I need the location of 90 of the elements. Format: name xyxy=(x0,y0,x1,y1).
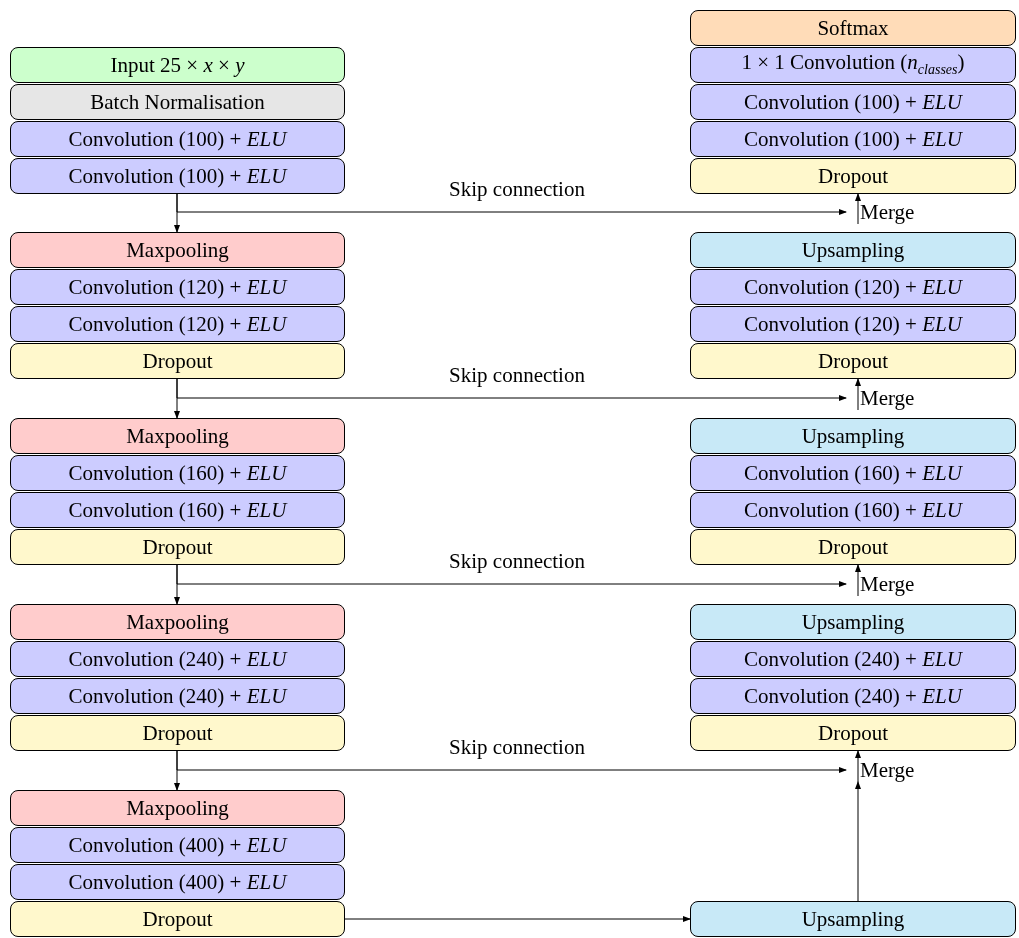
layer-label: Convolution (160) + ELU xyxy=(68,499,287,521)
dropout-layer-box xyxy=(690,715,1016,751)
layer-label: Convolution (100) + ELU xyxy=(744,128,962,150)
layer-label: Convolution (100) + ELU xyxy=(744,91,962,113)
layer-label: Convolution (160) + ELU xyxy=(744,499,962,521)
layer-label: Convolution (120) + ELU xyxy=(744,313,962,335)
layer-label: Convolution (120) + ELU xyxy=(68,276,287,298)
convolution-layer-box xyxy=(690,641,1016,677)
layer-label: Dropout xyxy=(818,350,888,372)
arrow xyxy=(855,193,861,225)
layer-label: Convolution (100) + ELU xyxy=(68,165,287,187)
layer-label: Maxpooling xyxy=(126,425,229,447)
arrow xyxy=(176,378,847,401)
upsampling-layer-box xyxy=(690,232,1016,268)
input-layer-box xyxy=(10,47,345,83)
output-layer-box xyxy=(690,10,1016,46)
layer-label: Convolution (160) + ELU xyxy=(68,462,287,484)
merge-label: Merge xyxy=(860,759,915,781)
dropout-layer-box xyxy=(10,529,345,565)
dropout-layer-box xyxy=(10,343,345,379)
layer-label: Dropout xyxy=(818,536,888,558)
layer-label: Convolution (400) + ELU xyxy=(68,871,287,893)
arrow xyxy=(855,781,861,902)
convolution-layer-box xyxy=(690,269,1016,305)
layer-label: Upsampling xyxy=(801,611,905,633)
pooling-layer-box xyxy=(10,418,345,454)
merge-label: Merge xyxy=(860,201,915,223)
dropout-layer-box xyxy=(690,158,1016,194)
layer-label: Maxpooling xyxy=(126,239,229,261)
layer-label: Convolution (400) + ELU xyxy=(68,834,287,856)
convolution-layer-box xyxy=(690,47,1016,83)
layer-label: Dropout xyxy=(818,722,888,744)
convolution-layer-box xyxy=(690,678,1016,714)
layer-label: Convolution (240) + ELU xyxy=(68,685,287,707)
layer-label: Upsampling xyxy=(801,425,905,447)
convolution-layer-box xyxy=(690,492,1016,528)
layer-label: Upsampling xyxy=(801,908,905,930)
layer-label: Dropout xyxy=(142,722,213,744)
layer-label: Dropout xyxy=(142,908,213,930)
layer-label: Convolution (240) + ELU xyxy=(744,648,962,670)
convolution-layer-box xyxy=(10,158,345,194)
upsampling-layer-box xyxy=(690,604,1016,640)
arrow xyxy=(855,564,861,597)
arrow xyxy=(855,378,861,411)
layer-label: Convolution (160) + ELU xyxy=(744,462,962,484)
convolution-layer-box xyxy=(690,84,1016,120)
pooling-layer-box xyxy=(10,232,345,268)
layer-label: Dropout xyxy=(142,350,213,372)
convolution-layer-box xyxy=(10,455,345,491)
layer-label: Convolution (100) + ELU xyxy=(68,128,287,150)
convolution-layer-box xyxy=(10,492,345,528)
layer-label: Dropout xyxy=(818,165,888,187)
layer-label: Batch Normalisation xyxy=(90,91,265,113)
convolution-layer-box xyxy=(690,121,1016,157)
dropout-layer-box xyxy=(10,901,345,937)
layer-label: Input 25 × x × y xyxy=(110,54,245,76)
arrow xyxy=(344,916,691,922)
convolution-layer-box xyxy=(690,306,1016,342)
pooling-layer-box xyxy=(10,604,345,640)
convolution-layer-box xyxy=(10,827,345,863)
convolution-layer-box xyxy=(690,455,1016,491)
arrow xyxy=(176,193,847,215)
merge-label: Merge xyxy=(860,387,915,409)
layer-label: Maxpooling xyxy=(126,611,229,633)
convolution-layer-box xyxy=(10,269,345,305)
layer-label: Softmax xyxy=(817,17,889,39)
dropout-layer-box xyxy=(10,715,345,751)
layer-label: Convolution (240) + ELU xyxy=(68,648,287,670)
layer-label: Convolution (120) + ELU xyxy=(744,276,962,298)
convolution-layer-box xyxy=(10,121,345,157)
layer-label: Upsampling xyxy=(801,239,905,261)
arrow xyxy=(855,750,861,783)
layer-label: Dropout xyxy=(142,536,213,558)
dropout-layer-box xyxy=(690,529,1016,565)
layer-label: 1 × 1 Convolution (n$_{classes}$) xyxy=(741,52,965,78)
normalisation-layer-box xyxy=(10,84,345,120)
convolution-layer-box xyxy=(10,678,345,714)
upsampling-layer-box xyxy=(690,418,1016,454)
layer-label: Convolution (240) + ELU xyxy=(744,685,962,707)
convolution-layer-box xyxy=(10,864,345,900)
upsampling-layer-box xyxy=(690,901,1016,937)
convolution-layer-box xyxy=(10,641,345,677)
arrow xyxy=(176,750,847,773)
merge-label: Merge xyxy=(860,573,915,595)
arrow xyxy=(176,564,847,587)
convolution-layer-box xyxy=(10,306,345,342)
dropout-layer-box xyxy=(690,343,1016,379)
pooling-layer-box xyxy=(10,790,345,826)
layer-label: Convolution (120) + ELU xyxy=(68,313,287,335)
layer-label: Maxpooling xyxy=(126,797,229,819)
